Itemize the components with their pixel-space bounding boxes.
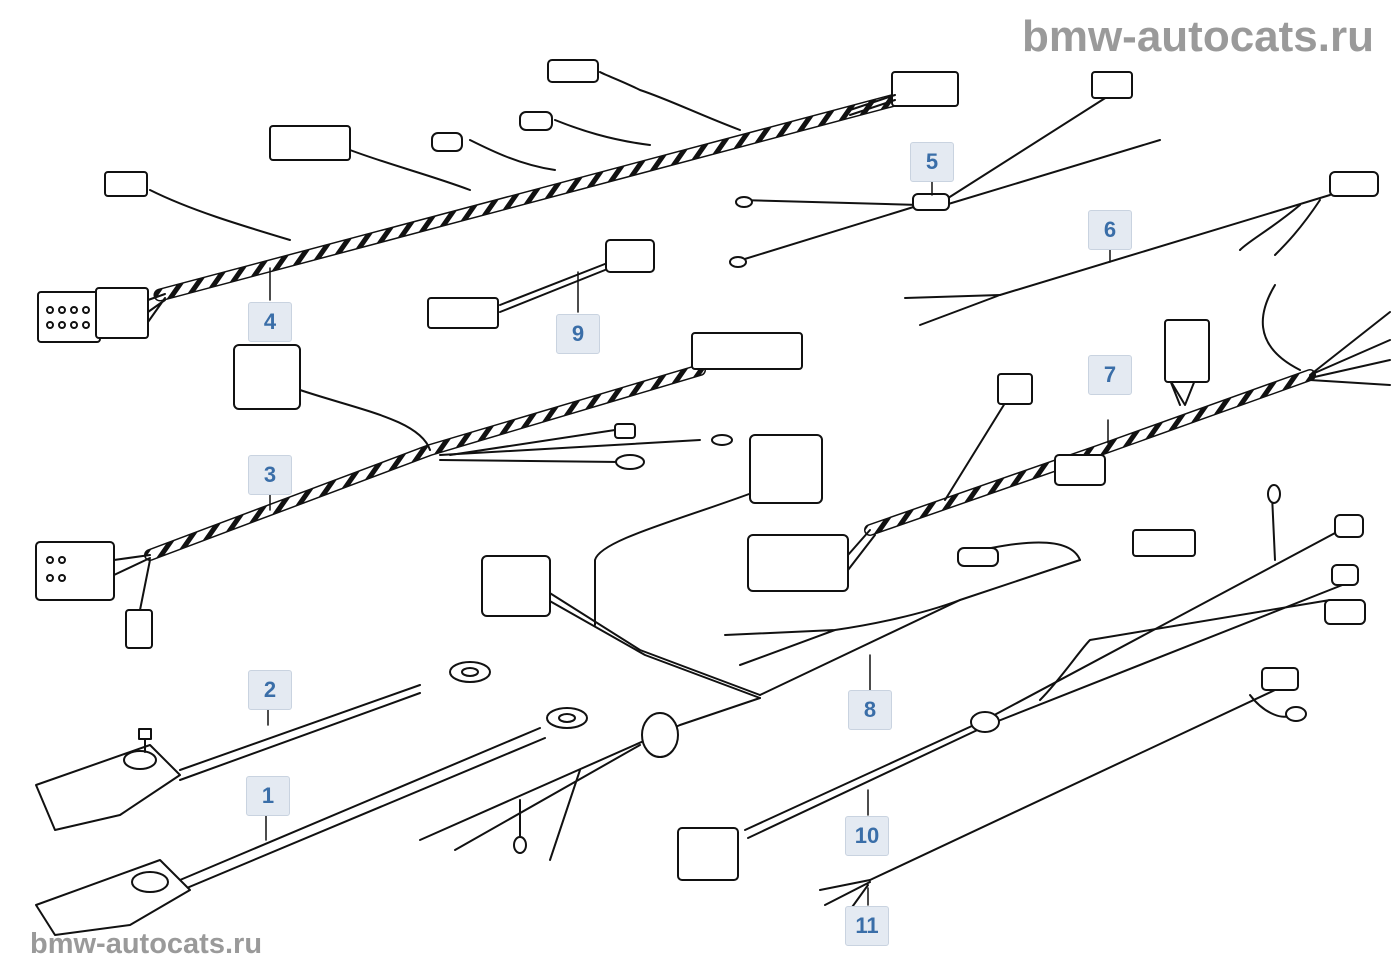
connector-3-c [233,344,301,410]
callout-1[interactable]: 1 [246,776,290,816]
connector-3-d [691,332,803,370]
callout-7[interactable]: 7 [1088,355,1132,395]
watermark-bottom: bmw-autocats.ru [30,928,263,960]
battery-clamp-2 [35,744,181,831]
callout-4[interactable]: 4 [248,302,292,342]
callout-5[interactable]: 5 [910,142,954,182]
connector-7-c [1164,319,1210,383]
connector-9-a [427,297,499,329]
connector-4-a [104,171,148,197]
connector-6 [1329,171,1379,197]
connector-4-b [269,125,351,161]
harness-10 [677,484,1366,881]
harness-6 [904,171,1379,326]
callout-8[interactable]: 8 [848,690,892,730]
cable-2 [35,661,491,831]
battery-clamp-1 [35,859,191,936]
callout-2[interactable]: 2 [248,670,292,710]
harness-9 [427,239,655,329]
terminal-4-c [431,132,463,152]
connector-5-a [1091,71,1133,99]
connector-7-b [997,373,1033,405]
clip-7 [1054,454,1106,486]
connector-8-b [749,434,823,504]
callout-9[interactable]: 9 [556,314,600,354]
connector-8-c [1132,529,1196,557]
harness-7 [747,284,1391,592]
terminal-4-d [519,111,553,131]
watermark-top: bmw-autocats.ru [1021,12,1374,61]
callout-3[interactable]: 3 [248,455,292,495]
connector-9-b [605,239,655,273]
callout-10[interactable]: 10 [845,816,889,856]
callout-11[interactable]: 11 [845,906,889,946]
grommet-8 [641,712,679,758]
connector-11 [1261,667,1299,691]
harness-8 [419,434,1196,861]
harness-4 [37,59,959,343]
harness-3 [35,332,803,649]
cable-11 [819,667,1307,911]
callout-6[interactable]: 6 [1088,210,1132,250]
grommet-10 [970,711,1000,733]
connector-3-main [35,541,115,601]
terminal-8-d [957,547,999,567]
connector-8-a [481,555,551,617]
connector-4-e [547,59,599,83]
connector-10 [677,827,739,881]
connector-4-main [37,287,166,343]
connector-3-b [125,609,153,649]
connector-4-f [891,71,959,107]
connector-7-a [747,534,849,592]
cable-1 [35,707,588,936]
harness-5 [729,71,1161,268]
